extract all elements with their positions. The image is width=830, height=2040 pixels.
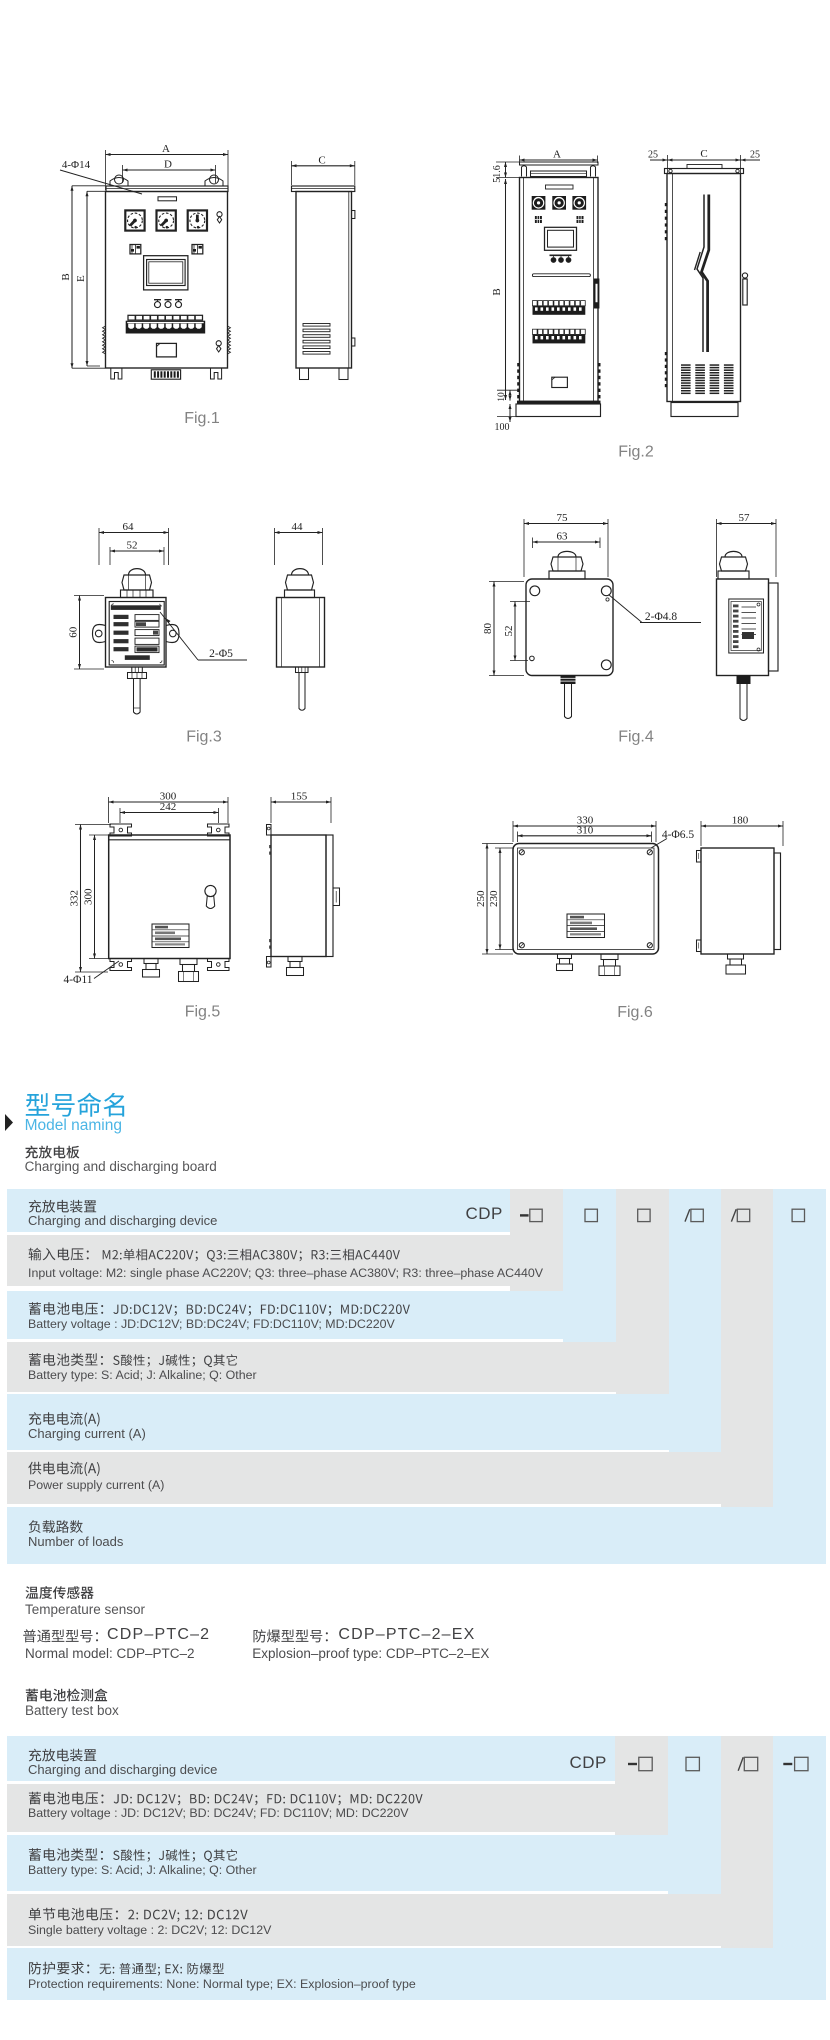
svg-text:250: 250 <box>475 890 487 907</box>
svg-text:52: 52 <box>127 540 138 552</box>
svg-text:2-Φ5: 2-Φ5 <box>209 648 233 660</box>
svg-text:E: E <box>75 275 87 282</box>
svg-text:332: 332 <box>69 890 81 907</box>
svg-text:80: 80 <box>482 623 494 635</box>
svg-text:300: 300 <box>160 791 177 803</box>
svg-text:4-Φ11: 4-Φ11 <box>63 974 92 986</box>
svg-text:25: 25 <box>648 150 658 161</box>
svg-text:Fig.6: Fig.6 <box>617 1004 653 1021</box>
svg-text:242: 242 <box>160 801 177 813</box>
svg-text:310: 310 <box>577 824 594 836</box>
svg-text:25: 25 <box>750 150 760 161</box>
svg-text:Fig.3: Fig.3 <box>186 729 222 746</box>
svg-text:10: 10 <box>497 392 507 402</box>
svg-text:B: B <box>60 273 72 280</box>
svg-text:C: C <box>700 148 707 160</box>
svg-text:A: A <box>162 143 170 155</box>
svg-text:4-Φ6.5: 4-Φ6.5 <box>662 829 695 841</box>
svg-text:155: 155 <box>291 791 308 803</box>
svg-text:230: 230 <box>488 890 500 907</box>
svg-text:100: 100 <box>495 422 510 433</box>
svg-text:180: 180 <box>732 815 749 827</box>
svg-text:2-Φ4.8: 2-Φ4.8 <box>645 611 678 623</box>
svg-text:64: 64 <box>123 521 135 533</box>
svg-text:51.6: 51.6 <box>492 165 503 183</box>
svg-text:A: A <box>553 149 561 161</box>
svg-text:Fig.2: Fig.2 <box>618 444 654 461</box>
svg-text:300: 300 <box>83 888 95 905</box>
svg-text:C: C <box>318 154 325 166</box>
svg-text:B: B <box>491 288 503 295</box>
svg-text:Fig.4: Fig.4 <box>618 729 654 746</box>
svg-text:330: 330 <box>577 815 594 827</box>
svg-text:Fig.5: Fig.5 <box>185 1004 221 1021</box>
svg-text:52: 52 <box>503 626 515 637</box>
svg-text:63: 63 <box>557 531 569 543</box>
svg-text:44: 44 <box>292 521 304 533</box>
svg-text:75: 75 <box>557 512 569 524</box>
svg-text:60: 60 <box>68 626 80 638</box>
svg-text:57: 57 <box>739 512 751 524</box>
svg-text:D: D <box>164 159 172 171</box>
svg-text:Fig.1: Fig.1 <box>184 410 220 427</box>
svg-text:4-Φ14: 4-Φ14 <box>62 159 91 171</box>
